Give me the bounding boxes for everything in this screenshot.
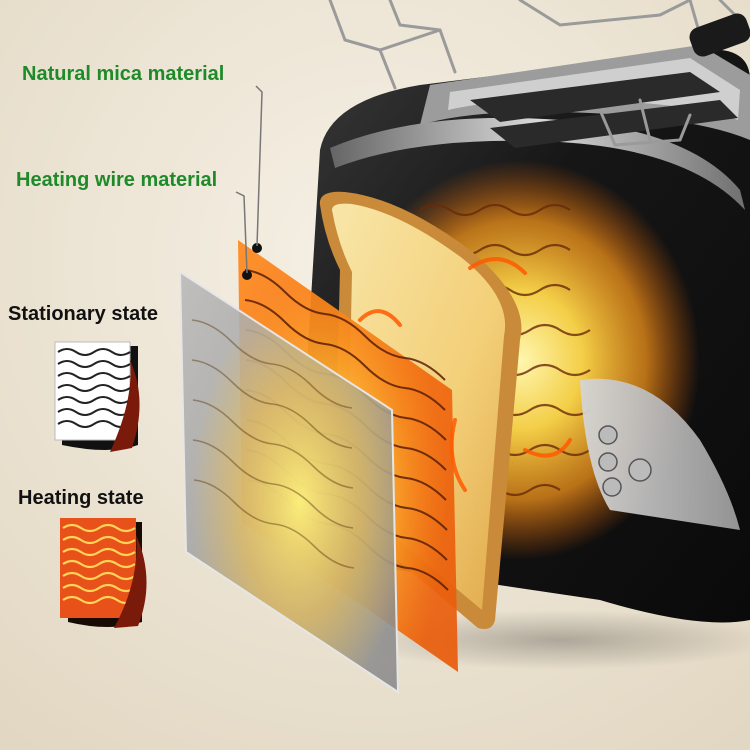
toaster-control-button-icons <box>598 425 652 497</box>
heating-wire-label: Heating wire material <box>16 169 218 191</box>
heat-flow-arrows <box>358 257 572 492</box>
heating-wire-sample-icon <box>60 518 147 628</box>
mica-plate <box>178 270 400 694</box>
heating-state-label: Heating state <box>18 487 144 509</box>
stationary-wire-sample-icon <box>54 341 140 452</box>
natural-mica-label: Natural mica material <box>22 63 225 85</box>
leader-lines <box>235 85 263 274</box>
stationary-state-label: Stationary state <box>8 303 159 325</box>
